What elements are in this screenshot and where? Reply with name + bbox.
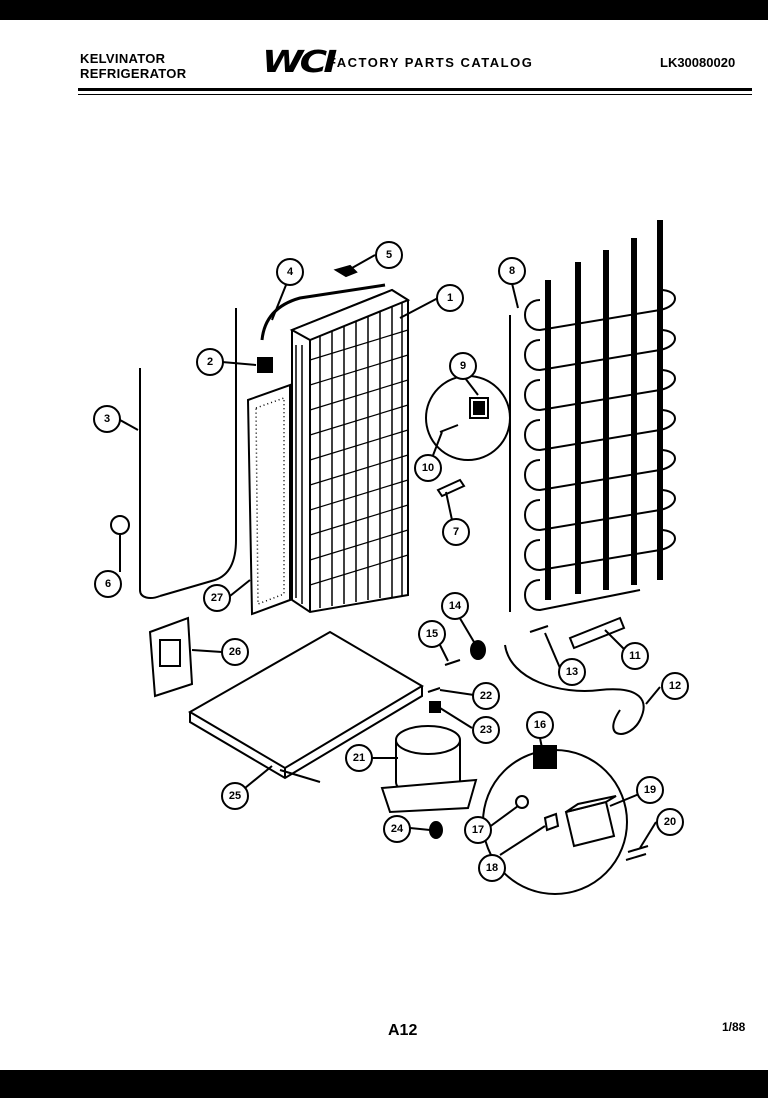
svg-text:24: 24	[391, 823, 404, 835]
condenser-part	[509, 220, 676, 612]
svg-text:7: 7	[453, 526, 459, 538]
drip-tray-part	[188, 630, 424, 783]
callout-18: 18	[478, 854, 506, 882]
svg-text:20: 20	[664, 816, 676, 828]
svg-text:11: 11	[629, 650, 641, 662]
svg-text:25: 25	[229, 790, 241, 802]
callout-6: 6	[94, 570, 122, 598]
svg-text:4: 4	[287, 266, 294, 278]
callout-5: 5	[375, 241, 403, 269]
svg-text:9: 9	[460, 360, 466, 372]
callout-9: 9	[449, 352, 477, 380]
brand-line-2: REFRIGERATOR	[80, 66, 187, 81]
callout-2: 2	[196, 348, 224, 376]
callout-1: 1	[436, 284, 464, 312]
compressor-part	[380, 725, 478, 814]
callout-16: 16	[526, 711, 554, 739]
svg-text:27: 27	[211, 592, 223, 604]
callout-26: 26	[221, 638, 249, 666]
svg-text:16: 16	[534, 719, 546, 731]
svg-text:10: 10	[422, 462, 434, 474]
callout-13: 13	[558, 658, 586, 686]
svg-text:17: 17	[472, 824, 484, 836]
callout-27: 27	[203, 584, 231, 612]
callout-15: 15	[418, 620, 446, 648]
header-rule	[78, 88, 752, 91]
evaporator-part	[289, 288, 411, 614]
insulation-panel	[246, 383, 291, 616]
callout-7: 7	[442, 518, 470, 546]
wci-logo: WCI	[262, 45, 337, 80]
callout-25: 25	[221, 782, 249, 810]
svg-text:22: 22	[480, 690, 492, 702]
top-scan-bar	[0, 0, 768, 20]
svg-text:3: 3	[104, 413, 110, 425]
page-code: A12	[388, 1022, 418, 1039]
svg-text:21: 21	[353, 752, 365, 764]
callout-8: 8	[498, 257, 526, 285]
svg-text:1: 1	[447, 292, 453, 304]
callout-21: 21	[345, 744, 373, 772]
callout-12: 12	[661, 672, 689, 700]
header-rule-thin	[78, 94, 752, 95]
model-number: LK30080020	[660, 55, 736, 70]
svg-text:2: 2	[207, 356, 213, 368]
callout-10: 10	[414, 454, 442, 482]
date-code: 1/88	[722, 1020, 746, 1034]
svg-text:19: 19	[644, 784, 656, 796]
callout-3: 3	[93, 405, 121, 433]
bottom-scan-bar	[0, 1070, 768, 1098]
svg-text:8: 8	[509, 265, 515, 277]
svg-text:26: 26	[229, 646, 241, 658]
svg-text:12: 12	[669, 680, 681, 692]
callout-20: 20	[656, 808, 684, 836]
callout-4: 4	[276, 258, 304, 286]
callout-24: 24	[383, 815, 411, 843]
svg-text:6: 6	[105, 578, 111, 590]
svg-text:15: 15	[426, 628, 438, 640]
callout-22: 22	[472, 682, 500, 710]
svg-text:14: 14	[449, 600, 462, 612]
svg-text:5: 5	[386, 249, 392, 261]
callout-11: 11	[621, 642, 649, 670]
callout-14: 14	[441, 592, 469, 620]
brand-line-1: KELVINATOR	[80, 51, 166, 66]
svg-text:18: 18	[486, 862, 498, 874]
callout-17: 17	[464, 816, 492, 844]
svg-text:13: 13	[566, 666, 578, 678]
callout-23: 23	[472, 716, 500, 744]
callout-19: 19	[636, 776, 664, 804]
svg-text:23: 23	[480, 724, 492, 736]
catalog-title: FACTORY PARTS CATALOG	[328, 55, 534, 70]
